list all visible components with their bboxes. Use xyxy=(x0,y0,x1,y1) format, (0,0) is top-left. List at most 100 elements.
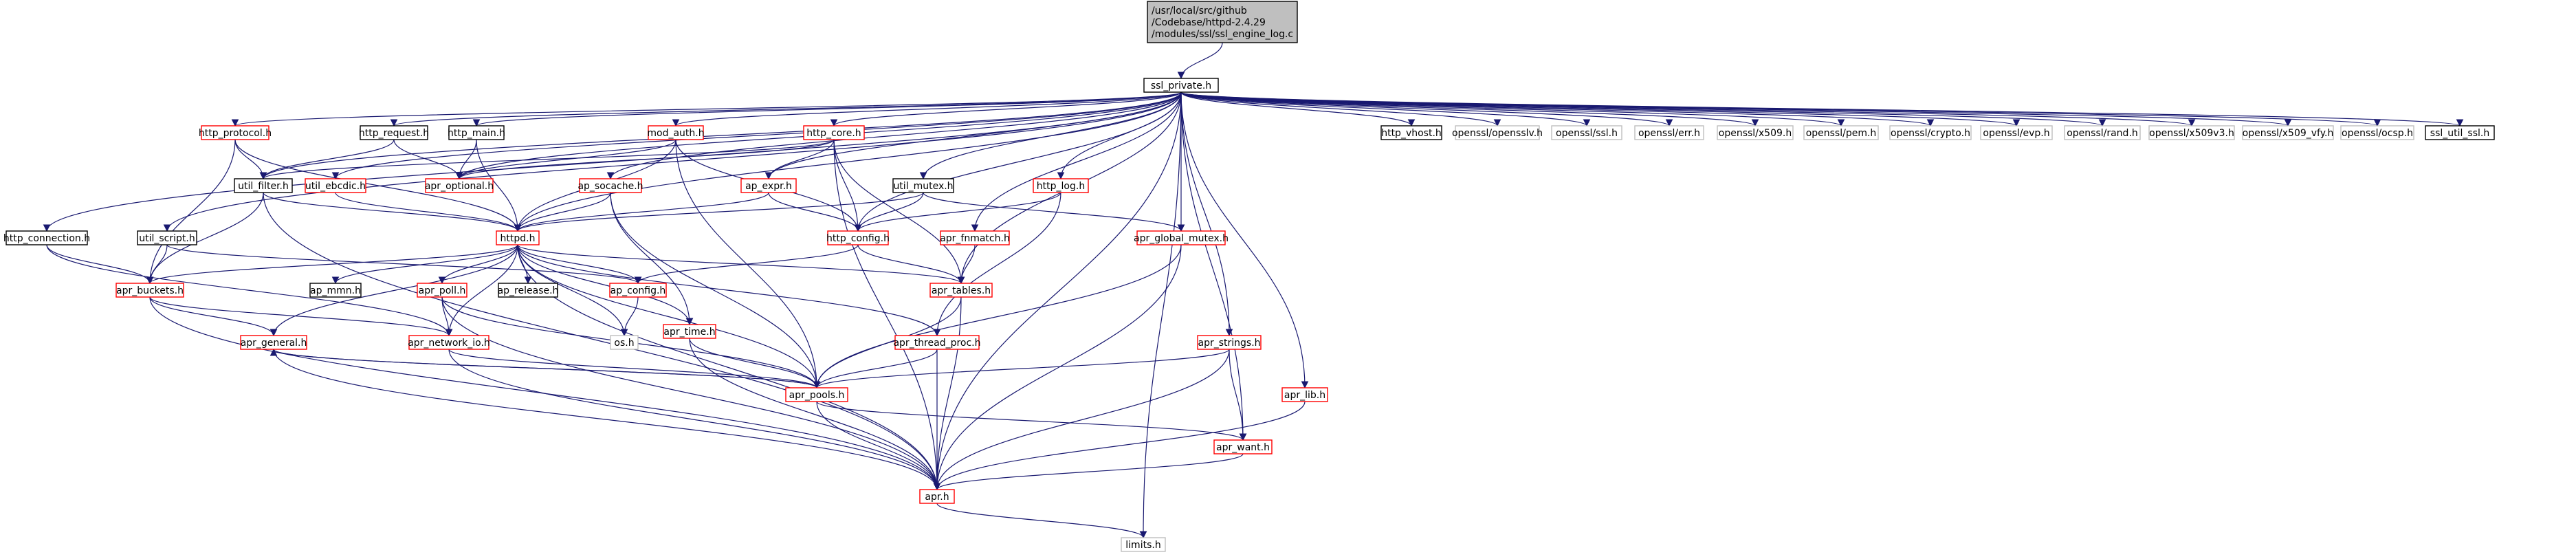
node-ssl-util-ssl[interactable]: ssl_util_ssl.h xyxy=(2425,125,2495,140)
node-label: apr_time.h xyxy=(663,327,715,338)
node-http-protocol[interactable]: http_protocol.h xyxy=(199,125,272,140)
edge-ap_socache-to-apr_pools xyxy=(610,192,821,389)
node-apr-global-mutex[interactable]: apr_global_mutex.h xyxy=(1134,230,1229,245)
node-box xyxy=(610,335,639,350)
edge-apr_buckets-to-apr_network_io xyxy=(149,296,453,337)
node-ap-expr[interactable]: ap_expr.h xyxy=(740,178,797,193)
node-util-script[interactable]: util_script.h xyxy=(137,230,197,245)
node-apr-fnmatch[interactable]: apr_fnmatch.h xyxy=(940,230,1010,245)
edge-ssl_private-to-apr_strings xyxy=(1180,91,1233,337)
edge-util_script-to-apr_buckets xyxy=(146,244,168,285)
node-apr-thread-proc[interactable]: apr_thread_proc.h xyxy=(893,335,981,350)
node-http-vhost[interactable]: http_vhost.h xyxy=(1380,125,1442,140)
node-apr-time[interactable]: apr_time.h xyxy=(663,324,716,339)
node-ssl-private[interactable]: ssl_private.h xyxy=(1143,78,1219,93)
edge-http_protocol-to-apr_buckets xyxy=(146,139,236,285)
edge-http_log-to-http_config xyxy=(854,192,1061,232)
node-box xyxy=(827,230,889,245)
node-apr[interactable]: apr.h xyxy=(919,489,955,504)
node-apr-optional[interactable]: apr_optional.h xyxy=(425,178,494,193)
edge-apr_network_io-to-apr_pools xyxy=(448,349,821,389)
node-label: ap_expr.h xyxy=(745,181,792,192)
node-util-ebcdic[interactable]: util_ebcdic.h xyxy=(305,178,366,193)
node-ossl-err: openssl/err.h xyxy=(1634,125,1704,140)
node-ap-config[interactable]: ap_config.h xyxy=(609,283,667,298)
edge-ssl_private-to-mod_auth xyxy=(672,91,1182,127)
edge-http_connection-to-apr_buckets xyxy=(46,244,154,285)
node-ap-socache[interactable]: ap_socache.h xyxy=(577,178,643,193)
dependency-nodes: /usr/local/src/github/Codebase/httpd-2.4… xyxy=(3,1,2495,552)
node-util-mutex[interactable]: util_mutex.h xyxy=(892,178,954,193)
edge-util_ebcdic-to-httpd xyxy=(335,192,522,232)
edge-ssl_private-to-apr_lib xyxy=(1180,91,1309,389)
edge-apr_strings-to-apr xyxy=(933,349,1230,491)
node-box xyxy=(929,283,993,298)
node-opensslv: openssl/opensslv.h xyxy=(1452,125,1543,140)
node-box xyxy=(1147,1,1298,43)
node-http-request[interactable]: http_request.h xyxy=(359,125,429,140)
node-label: http_protocol.h xyxy=(199,128,272,139)
node-box xyxy=(1143,78,1219,93)
node-ap-mmn[interactable]: ap_mmn.h xyxy=(309,283,362,298)
edge-apr_time-to-apr xyxy=(689,338,941,491)
node-root[interactable]: /usr/local/src/github/Codebase/httpd-2.4… xyxy=(1147,1,1298,43)
node-apr-general[interactable]: apr_general.h xyxy=(240,335,307,350)
edge-http_request-to-util_filter xyxy=(259,139,395,180)
edge-apr_strings-to-apr_pools xyxy=(813,349,1230,389)
edge-httpd-to-apr_network_io xyxy=(445,244,518,337)
node-box xyxy=(785,387,848,402)
node-apr-want[interactable]: apr_want.h xyxy=(1213,439,1273,454)
node-mod-auth[interactable]: mod_auth.h xyxy=(647,125,705,140)
node-box xyxy=(1136,230,1226,245)
edge-root-to-ssl_private xyxy=(1177,42,1223,80)
edge-httpd-to-apr_pools xyxy=(517,244,821,389)
node-box xyxy=(1889,125,1972,140)
node-apr-buckets[interactable]: apr_buckets.h xyxy=(115,283,184,298)
node-label: apr_strings.h xyxy=(1198,338,1260,349)
node-http-log[interactable]: http_log.h xyxy=(1033,178,1089,193)
edge-ap_expr-to-httpd xyxy=(514,192,769,232)
edge-http_config-to-apr_tables xyxy=(857,244,965,285)
node-http-main[interactable]: http_main.h xyxy=(448,125,505,140)
edge-apr_time-to-apr_pools xyxy=(689,338,821,389)
node-box xyxy=(115,283,184,298)
node-label: util_filter.h xyxy=(238,181,289,192)
edge-ssl_private-to-util_filter xyxy=(259,91,1182,180)
node-apr-pools[interactable]: apr_pools.h xyxy=(785,387,848,402)
edge-ap_expr-to-http_config xyxy=(768,192,862,232)
node-box xyxy=(894,335,980,350)
node-label: limits.h xyxy=(1125,540,1160,551)
edge-ssl_private-to-ossl_err xyxy=(1180,91,1673,127)
node-http-connection[interactable]: http_connection.h xyxy=(3,230,90,245)
node-ossl-x509v3: openssl/x509v3.h xyxy=(2148,125,2235,140)
node-apr-poll[interactable]: apr_poll.h xyxy=(417,283,467,298)
node-box xyxy=(240,335,307,350)
edge-apr_global_mutex-to-apr_pools xyxy=(813,244,1182,389)
node-apr-strings[interactable]: apr_strings.h xyxy=(1197,335,1262,350)
node-apr-network-io[interactable]: apr_network_io.h xyxy=(408,335,490,350)
edge-http_config-to-ap_config xyxy=(634,244,859,285)
edge-apr_buckets-to-apr_general xyxy=(149,296,278,337)
node-apr-tables[interactable]: apr_tables.h xyxy=(929,283,993,298)
node-box xyxy=(919,489,955,504)
node-label: ssl_util_ssl.h xyxy=(2430,128,2489,139)
edge-apr_global_mutex-to-apr xyxy=(933,244,1182,491)
node-util-filter[interactable]: util_filter.h xyxy=(234,178,293,193)
edge-httpd-to-apr_time xyxy=(517,244,694,326)
node-apr-lib[interactable]: apr_lib.h xyxy=(1281,387,1328,402)
node-label: os.h xyxy=(614,338,634,349)
edge-httpd-to-apr_poll xyxy=(438,244,518,285)
node-box xyxy=(498,283,558,298)
node-label: http_request.h xyxy=(359,128,429,139)
edge-apr_tables-to-apr xyxy=(933,296,962,491)
node-box xyxy=(201,125,269,140)
node-box xyxy=(408,335,489,350)
node-http-core[interactable]: http_core.h xyxy=(803,125,865,140)
node-label: ap_socache.h xyxy=(577,181,643,192)
node-ossl-x509: openssl/x509.h xyxy=(1717,125,1794,140)
node-ap-release[interactable]: ap_release.h xyxy=(498,283,559,298)
node-box xyxy=(1717,125,1794,140)
node-http-config[interactable]: http_config.h xyxy=(826,230,890,245)
node-label: apr_poll.h xyxy=(419,285,466,296)
node-httpd[interactable]: httpd.h xyxy=(496,230,540,245)
